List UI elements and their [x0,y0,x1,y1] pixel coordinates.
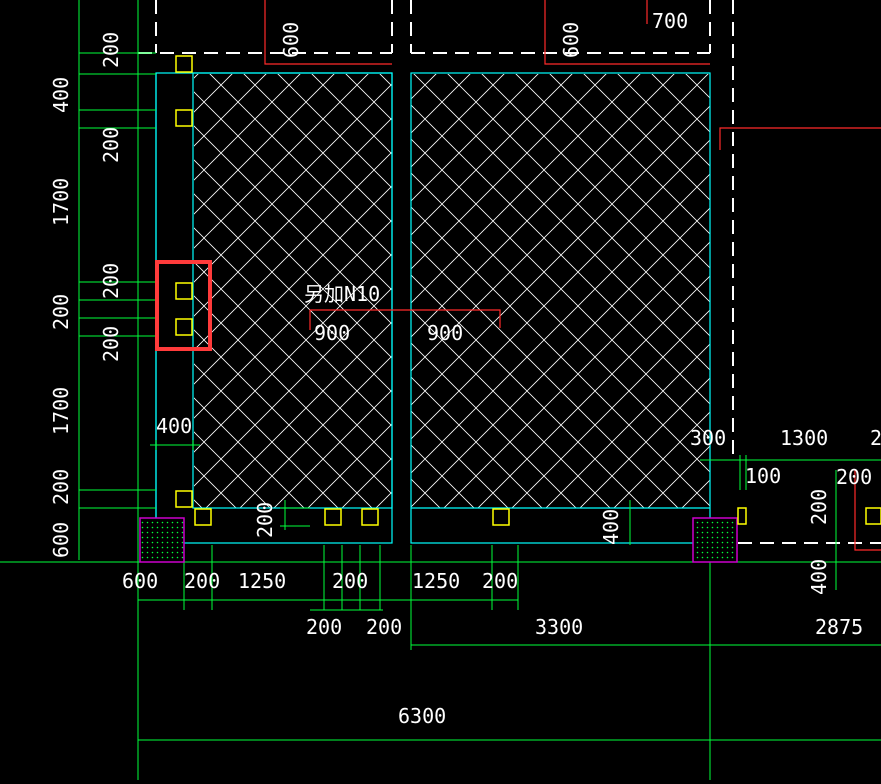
left-dim-9: 200 [49,469,73,505]
annotation-group: 另加N10 900 900 [304,282,463,345]
left-dim-5: 200 [99,263,123,299]
left-dim-10: 600 [49,522,73,558]
top-left-dim: 600 [279,22,303,58]
hatched-slab-right [411,74,710,508]
bottom-dim-200d: 200 [306,615,342,639]
inner-dim-v200: 200 [253,502,277,538]
left-dim-texts: 200 400 200 1700 200 200 200 1700 200 60… [49,32,123,558]
dashed-walls [138,0,881,544]
right-dim-1300: 1300 [780,426,828,450]
selection-highlight[interactable] [155,260,212,351]
left-dim-3: 200 [99,127,123,163]
top-mid-dim: 600 [559,22,583,58]
embed-plates [175,55,881,526]
bottom-dim-200c: 200 [482,569,518,593]
bottom-dim-200b: 200 [332,569,368,593]
right-dims: 300 1300 2 100 200 200 400 [690,426,881,595]
annotation-dim-right: 900 [427,321,463,345]
right-dim-300: 300 [690,426,726,450]
right-dim-2: 2 [870,426,881,450]
bottom-dim-6300: 6300 [398,704,446,728]
annotation-label: 另加N10 [304,282,380,306]
bottom-dim-3300: 3300 [535,615,583,639]
top-labels: 600 600 700 [279,9,688,58]
inner-dim-v400: 400 [599,509,623,545]
left-dim-6: 200 [49,294,73,330]
left-dim-4: 1700 [49,178,73,226]
bottom-dims: 600 200 1250 200 1250 200 200 200 3300 2… [122,569,863,728]
bottom-dim-200a: 200 [184,569,220,593]
column-right [692,517,738,563]
bottom-dim-2875: 2875 [815,615,863,639]
left-dim-1: 200 [99,32,123,68]
right-dim-100: 100 [745,464,781,488]
left-dim-7: 200 [99,326,123,362]
bottom-dim-1250a: 1250 [238,569,286,593]
bottom-dim-600: 600 [122,569,158,593]
red-leaders [264,0,881,551]
top-right-dim: 700 [652,9,688,33]
inner-dim-400: 400 [156,414,192,438]
column-left [139,517,185,563]
right-dim-200h: 200 [836,465,872,489]
right-dim-400v: 400 [807,559,831,595]
left-dim-2: 400 [49,77,73,113]
bottom-dim-200e: 200 [366,615,402,639]
hatched-slab-left [194,74,392,508]
bottom-dim-1250b: 1250 [412,569,460,593]
right-dim-200v: 200 [807,489,831,525]
inner-dims: 400 200 400 [156,414,623,545]
left-dim-8: 1700 [49,387,73,435]
annotation-dim-left: 900 [314,321,350,345]
